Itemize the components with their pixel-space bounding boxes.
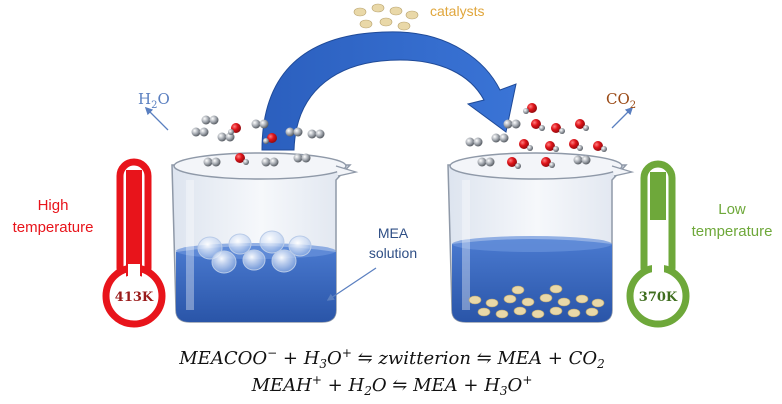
mea-label-line1: MEA xyxy=(378,225,409,241)
bubble xyxy=(259,230,285,254)
temp-left-value: 413K xyxy=(115,290,154,305)
transfer-arrow xyxy=(261,31,517,151)
mea-pointer xyxy=(326,267,377,301)
h2o-label: H2O xyxy=(138,90,170,111)
equation-1: MEACOO− + H3O+ ⇋ zwitterion ⇋ MEA + CO2 xyxy=(178,346,605,371)
low-temp-line2: temperature xyxy=(692,223,773,240)
bubbles xyxy=(197,230,312,274)
molecules-left xyxy=(191,115,325,167)
bubble xyxy=(271,249,297,273)
catalyst-particles xyxy=(468,284,605,319)
equation-2: MEAH+ + H2O ⇋ MEA + H3O+ xyxy=(251,373,533,398)
bubble xyxy=(288,235,312,257)
molecules-right xyxy=(465,103,607,169)
low-temp-line1: Low xyxy=(718,201,746,218)
catalysts-cluster xyxy=(353,3,419,31)
mea-label-line2: solution xyxy=(369,245,417,261)
h2o-arrow xyxy=(144,106,169,131)
thermometer-hot xyxy=(102,158,166,328)
high-temp-line1: High xyxy=(38,197,69,214)
co2-label: CO2 xyxy=(606,90,636,111)
bubble xyxy=(242,249,266,271)
catalysts-label: catalysts xyxy=(430,3,484,19)
high-temp-line2: temperature xyxy=(13,219,94,236)
bubble xyxy=(228,233,252,255)
temp-right-value: 370K xyxy=(639,290,678,305)
thermometer-cold xyxy=(626,160,690,328)
bubble xyxy=(211,250,237,274)
co2-arrow xyxy=(611,106,634,129)
